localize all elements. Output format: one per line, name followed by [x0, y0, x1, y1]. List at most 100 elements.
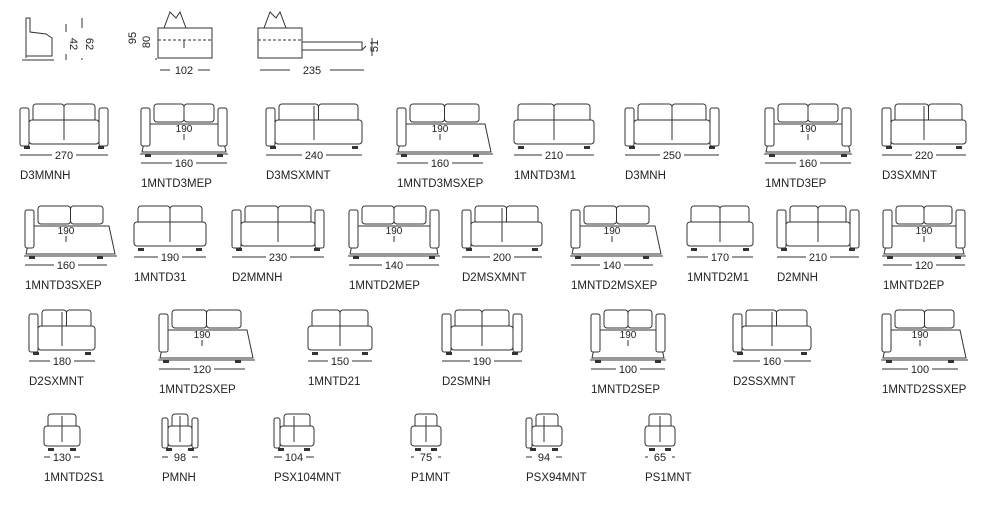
module-width-label: 75 [420, 452, 432, 464]
foot [278, 448, 284, 451]
bed-length-label: 190 [604, 226, 621, 237]
module-code-label: 1MNTD2MSXEP [571, 280, 658, 292]
backrest-cushion [169, 205, 203, 225]
module-width-label: 98 [174, 452, 186, 464]
left-armrest [396, 107, 407, 147]
backrest-cushion [409, 103, 445, 123]
foot [643, 256, 649, 259]
backrest-cushion [517, 103, 555, 123]
right-armrest [429, 209, 440, 249]
module-code-label: 1MNTD3MSXEP [397, 178, 484, 190]
foot [655, 360, 661, 363]
module-code-label: PMNH [162, 472, 196, 484]
left-armrest [161, 417, 169, 449]
seat-cushion [741, 325, 812, 351]
bed-length-label: 190 [800, 124, 817, 135]
backrest-cushion [894, 309, 925, 329]
foot [304, 448, 310, 451]
module-width-label: 100 [619, 364, 637, 376]
backrest-cushion [719, 205, 750, 225]
total-height-label: 62 [83, 38, 95, 50]
module-width-label: 220 [915, 150, 933, 162]
module-width-label: 150 [331, 356, 349, 368]
foot [584, 146, 590, 149]
foot [886, 146, 892, 149]
left-armrest [525, 417, 533, 449]
foot [595, 360, 601, 363]
foot [691, 248, 697, 251]
foot [473, 154, 479, 157]
module-code-label: D3SXMNT [882, 170, 937, 182]
backrest-cushion [777, 103, 809, 123]
backrest-cushion [776, 309, 808, 329]
foot [48, 448, 54, 451]
module-width-label: 120 [915, 260, 933, 272]
module-code-label: 1MNTD2SXEP [159, 384, 236, 396]
bed-length-label: 190 [916, 226, 933, 237]
foot [314, 248, 320, 251]
foot [841, 154, 847, 157]
foot [709, 146, 715, 149]
left-armrest [28, 313, 39, 353]
module-width-label: 140 [385, 260, 403, 272]
foot [145, 154, 151, 157]
module-code-label: D3MNH [625, 170, 666, 182]
seat-height-label: 42 [67, 38, 79, 50]
foot [85, 352, 91, 355]
backrest-cushion [603, 309, 629, 329]
bed-length-label: 190 [912, 330, 929, 341]
backrest-cushion [807, 103, 839, 123]
left-armrest [441, 313, 452, 353]
module-code-label: D2SXMNT [29, 376, 84, 388]
module-code-label: PSX94MNT [526, 472, 587, 484]
backrest-cushion [32, 103, 65, 123]
backrest-cushion [41, 309, 67, 329]
backrest-cushion [278, 103, 319, 123]
foot [512, 352, 518, 355]
foot [665, 448, 671, 451]
foot [70, 448, 76, 451]
module-code-label: 1MNTD2S1 [44, 472, 104, 484]
backrest-cushion [924, 309, 955, 329]
foot [743, 248, 749, 251]
bed-height-label: 51 [369, 40, 381, 52]
foot [236, 248, 242, 251]
module-grid: 270D3MMNH1901601MNTD3MEP240D3MSXMNT19016… [19, 103, 968, 484]
right-armrest [655, 313, 666, 353]
module-code-label: P1MNT [411, 472, 450, 484]
module-code-label: D3MSXMNT [266, 170, 331, 182]
foot [33, 352, 39, 355]
foot [24, 146, 30, 149]
left-armrest [570, 209, 581, 249]
module-code-label: D2SSXMNT [733, 376, 796, 388]
module-width-label: 230 [269, 252, 287, 264]
module-code-label: 1MNTD21 [308, 376, 360, 388]
bed-width-label: 235 [303, 65, 321, 77]
foot [163, 360, 169, 363]
left-armrest [461, 209, 472, 249]
backrest-cushion [583, 205, 617, 225]
left-armrest [881, 313, 892, 353]
foot [956, 146, 962, 149]
foot [552, 448, 558, 451]
bed-length-label: 190 [386, 226, 403, 237]
right-armrest [512, 313, 523, 353]
backrest-cushion [206, 309, 242, 329]
left-armrest [732, 313, 743, 353]
foot [781, 248, 787, 251]
foot [431, 448, 437, 451]
